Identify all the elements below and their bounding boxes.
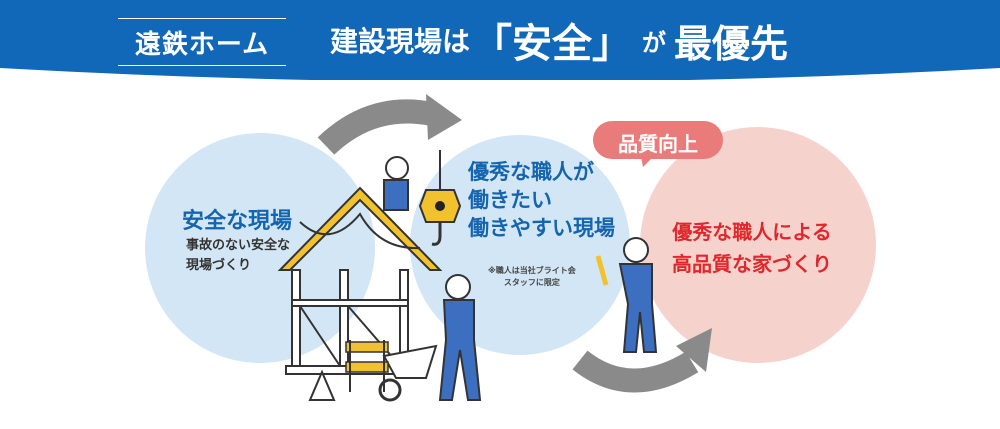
headline-emphasis: 「安全」 [472,21,633,67]
crane-hook-icon [418,150,462,246]
barricade-icon [345,340,389,392]
brand-label: 遠鉄ホーム [118,18,286,66]
headline-pre: 建設現場は [330,25,471,58]
headline-particle: が [642,28,667,57]
note-line1: ※職人は当社ブライト会 [488,266,576,275]
headline: 建設現場は 「安全」 が 最優先 [330,14,789,67]
upper-arrow [317,94,462,155]
middle-title-line3: 働きやすい現場 [468,216,615,240]
left-subtitle-line1: 事故のない安全な [186,238,291,253]
roof-worker-icon [383,156,409,211]
lower-arrow [572,328,712,393]
middle-circle-title: 優秀な職人が 働きたい 働きやすい現場 [468,158,615,242]
right-title-line2: 高品質な家づくり [672,252,832,276]
wheelbarrow-worker-icon [378,274,482,402]
left-circle-subtitle: 事故のない安全な 現場づくり [186,236,290,276]
right-circle [640,127,876,363]
middle-title-line2: 働きたい [468,188,552,212]
right-circle-title: 優秀な職人による 高品質な家づくり [672,216,832,280]
note-line2: スタッフに限定 [503,278,560,287]
left-circle-title: 安全な現場 [182,209,293,234]
left-subtitle-line2: 現場づくり [186,258,252,273]
quality-badge-label: 品質向上 [618,132,698,156]
right-title-line1: 優秀な職人による [672,220,832,244]
supervisor-icon [595,237,658,353]
headline-post: 最優先 [674,21,789,66]
staff-note: ※職人は当社ブライト会 スタッフに限定 [488,265,576,289]
header-background [0,0,1000,80]
middle-title-line1: 優秀な職人が [468,160,594,184]
quality-badge-bubble [593,121,723,167]
header-banner: 遠鉄ホーム 建設現場は 「安全」 が 最優先 [0,0,1000,80]
